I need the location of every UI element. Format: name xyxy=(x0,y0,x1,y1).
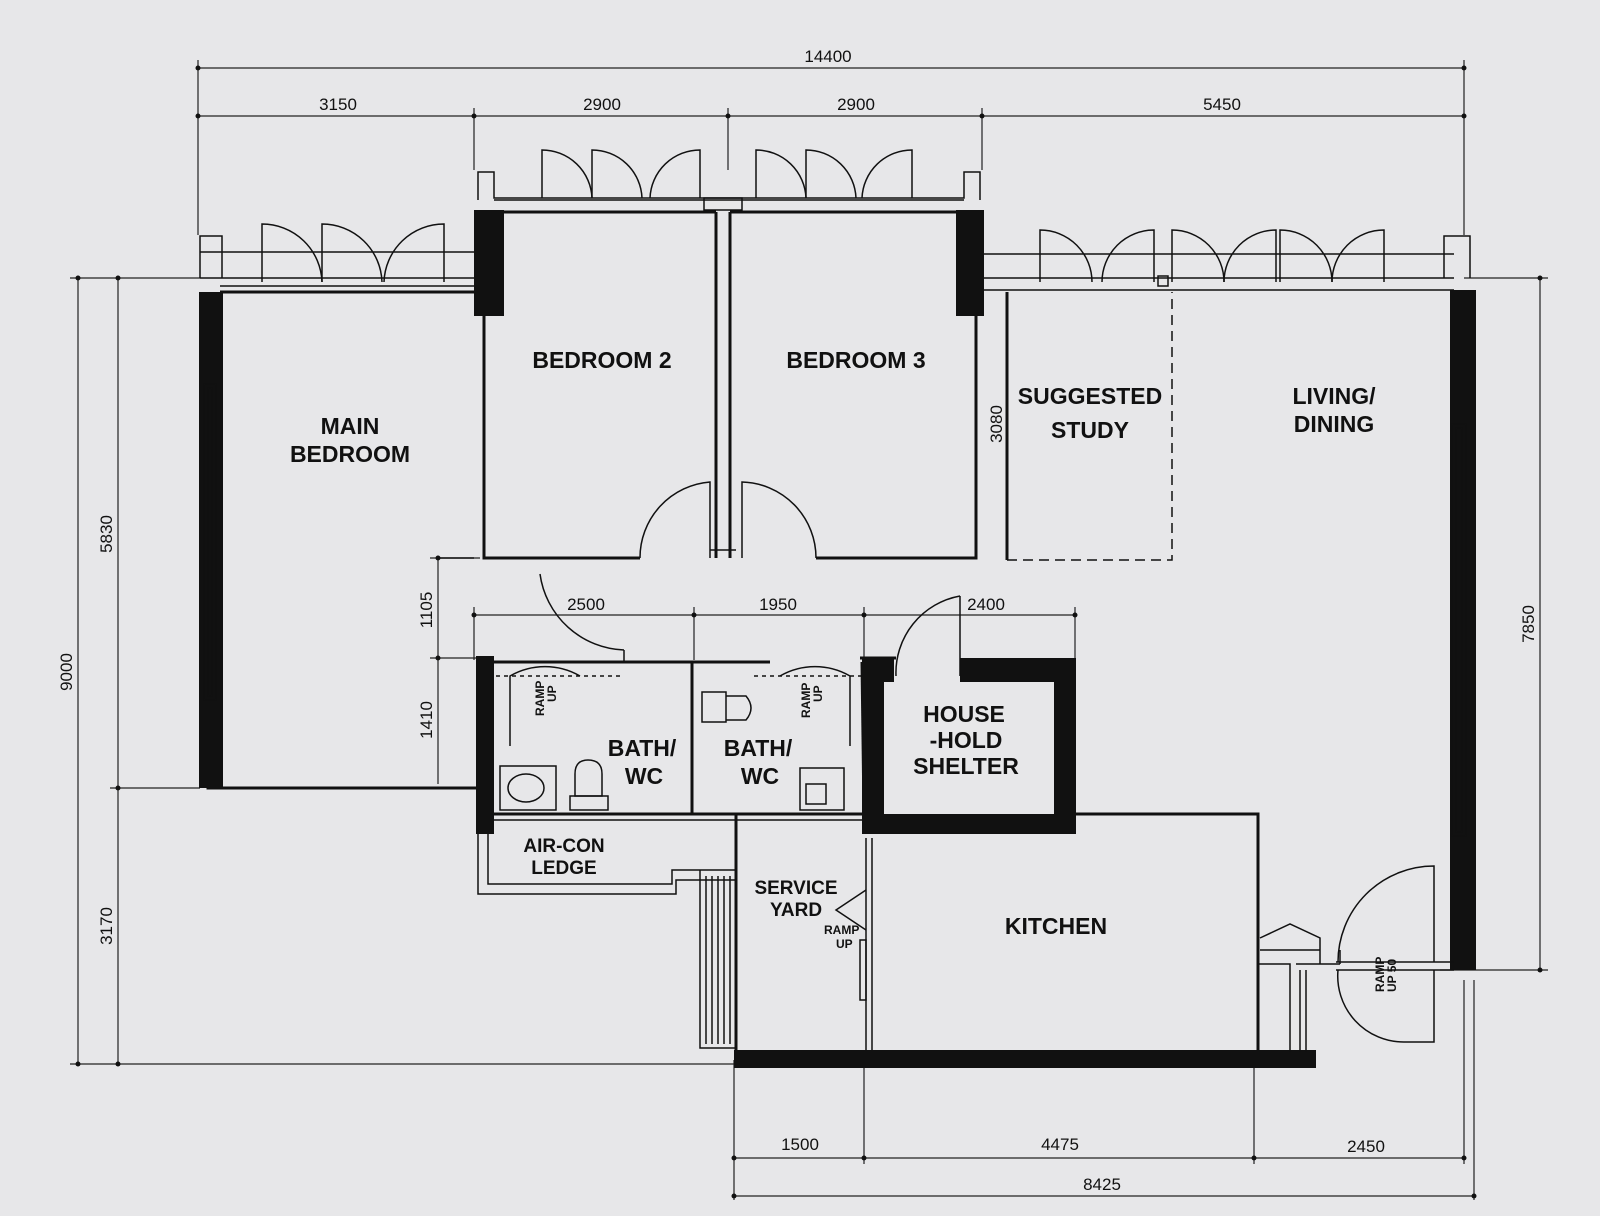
dim-mid-3: 2400 xyxy=(967,595,1005,614)
label-aircon-2: LEDGE xyxy=(531,858,596,879)
label-living-1: LIVING/ xyxy=(1292,383,1376,409)
label-shelter-3: SHELTER xyxy=(913,753,1019,779)
label-study-2: STUDY xyxy=(1051,417,1129,443)
dim-top-3: 2900 xyxy=(837,95,875,114)
label-shelter-2: -HOLD xyxy=(930,727,1003,753)
dim-right-total: 7850 xyxy=(1519,605,1538,643)
dim-bottom-total: 8425 xyxy=(1083,1175,1121,1194)
dim-bottom-1: 1500 xyxy=(781,1135,819,1154)
ramp-bath1-b: UP xyxy=(545,685,559,702)
dim-bottom-2: 4475 xyxy=(1041,1135,1079,1154)
dim-bottom-3: 2450 xyxy=(1347,1137,1385,1156)
dim-inner-upper: 1105 xyxy=(417,592,436,629)
ramp-bath2-b: UP xyxy=(811,685,825,702)
label-aircon-1: AIR-CON xyxy=(523,836,604,857)
label-main-bedroom-2: BEDROOM xyxy=(290,441,410,467)
ramp-entrance-b: UP 50 xyxy=(1385,959,1399,992)
walls xyxy=(199,171,1476,1068)
ramp-labels: RAMP UP RAMP UP RAMP UP RAMP UP 50 xyxy=(533,681,1399,992)
label-living-2: DINING xyxy=(1294,411,1375,437)
door-swings xyxy=(509,481,1435,1043)
dim-mid-2: 1950 xyxy=(759,595,797,614)
dim-study-depth: 3080 xyxy=(987,405,1006,443)
dim-top-2: 2900 xyxy=(583,95,621,114)
dim-overall-width: 14400 xyxy=(804,47,851,66)
dim-left-lower: 3170 xyxy=(97,907,116,945)
room-labels: MAIN BEDROOM BEDROOM 2 BEDROOM 3 SUGGEST… xyxy=(290,347,1376,939)
label-bedroom-3: BEDROOM 3 xyxy=(786,347,925,373)
dim-left-total: 9000 xyxy=(57,653,76,691)
ramp-bath1-a: RAMP xyxy=(533,681,547,716)
dimension-labels: 14400 3150 2900 2900 5450 2500 1950 2400… xyxy=(57,47,1538,1194)
label-shelter-1: HOUSE xyxy=(923,701,1005,727)
label-main-bedroom-1: MAIN xyxy=(321,413,380,439)
dim-top-4: 5450 xyxy=(1203,95,1241,114)
ramp-entrance-a: RAMP xyxy=(1373,957,1387,992)
label-service-2: YARD xyxy=(770,900,822,921)
label-bath-1b: WC xyxy=(625,763,663,789)
ramp-service-a: RAMP xyxy=(824,923,859,937)
ramp-service-b: UP xyxy=(836,937,853,951)
label-bath-2b: WC xyxy=(741,763,779,789)
dim-mid-1: 2500 xyxy=(567,595,605,614)
dim-left-upper: 5830 xyxy=(97,515,116,553)
dim-inner-lower: 1410 xyxy=(417,701,436,739)
label-service-1: SERVICE xyxy=(754,878,837,899)
window-swings xyxy=(261,149,1385,283)
ramp-bath2-a: RAMP xyxy=(799,683,813,718)
dim-top-1: 3150 xyxy=(319,95,357,114)
label-kitchen: KITCHEN xyxy=(1005,913,1107,939)
label-bedroom-2: BEDROOM 2 xyxy=(532,347,671,373)
label-bath-2a: BATH/ xyxy=(724,735,793,761)
label-study-1: SUGGESTED xyxy=(1018,383,1162,409)
label-bath-1a: BATH/ xyxy=(608,735,677,761)
